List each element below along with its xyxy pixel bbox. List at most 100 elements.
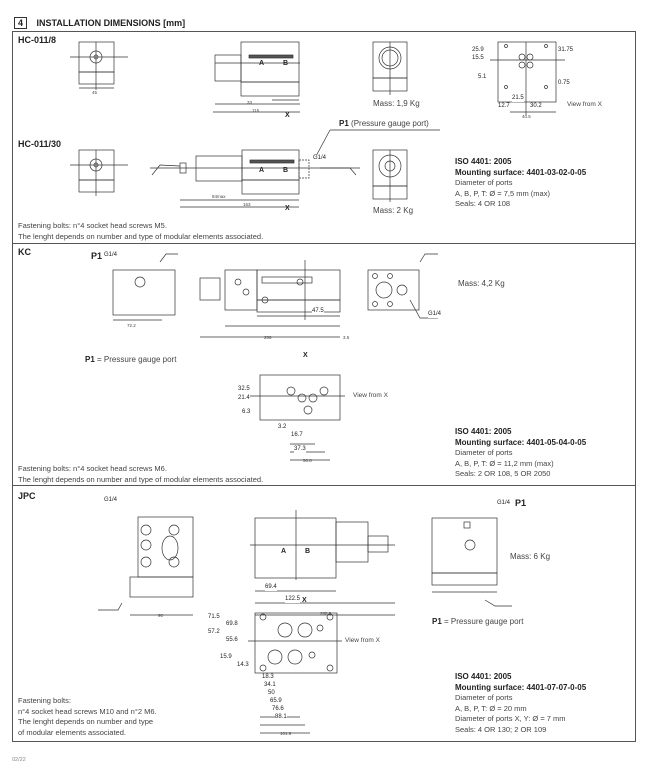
port-b-label: B bbox=[283, 60, 289, 67]
section-jpc bbox=[12, 485, 636, 742]
p1-text: (Pressure gauge port) bbox=[351, 119, 429, 128]
mounting-surface: Mounting surface: 4401-07-07-0-05 bbox=[455, 682, 587, 692]
dimension-label: 21.5 bbox=[512, 95, 524, 102]
view-from-x-label: View from X bbox=[345, 637, 380, 644]
dimension-label: 65.9 bbox=[270, 698, 282, 705]
dimension-label: 72.2 bbox=[127, 323, 136, 328]
fastening-line: Fastening bolts: n°4 socket head screws … bbox=[18, 221, 167, 230]
dimension-label: 69.4 bbox=[265, 584, 277, 591]
ports-heading: Diameter of ports bbox=[455, 448, 513, 457]
dimension-label: 45 bbox=[92, 90, 98, 95]
thread-label: G1/4 bbox=[104, 252, 118, 259]
mounting-surface: Mounting surface: 4401-03-02-0-05 bbox=[455, 167, 587, 177]
dimension-label: 6.3 bbox=[242, 409, 251, 416]
iso-standard: ISO 4401: 2005 bbox=[455, 427, 512, 436]
port-diameter: A, B, P, T: Ø = 7,5 mm (max) bbox=[455, 188, 550, 198]
thread-label: G1/4 bbox=[497, 500, 511, 507]
p1-legend: P1 = Pressure gauge port bbox=[85, 355, 176, 366]
jpc-side-view bbox=[98, 516, 194, 616]
model-label-jpc: JPC bbox=[18, 491, 36, 501]
seals: Seals: 4 OR 130; 2 OR 109 bbox=[455, 724, 547, 734]
dimension-label: 122.5 bbox=[285, 596, 301, 603]
hc8-end-view bbox=[372, 41, 408, 95]
iso-spec-kc: ISO 4401: 2005 Mounting surface: 4401-05… bbox=[455, 427, 586, 480]
dimension-label: 115 bbox=[252, 108, 260, 113]
dimension-label: 3.5 bbox=[343, 335, 350, 340]
view-from-x-label: View from X bbox=[353, 392, 388, 399]
section-heading: 4 INSTALLATION DIMENSIONS [mm] bbox=[14, 13, 185, 31]
dimension-label: 18.3 bbox=[262, 674, 274, 681]
port-diameter-xy: Diameter of ports X, Y: Ø = 7 mm bbox=[455, 714, 566, 723]
thread-label: G1/4 bbox=[104, 497, 118, 504]
dimension-label: 3.2 bbox=[278, 424, 287, 431]
iso-spec-jpc: ISO 4401: 2005 Mounting surface: 4401-07… bbox=[455, 672, 586, 735]
dimension-label: 90 bbox=[158, 613, 164, 618]
dimension-label: 206 bbox=[264, 335, 272, 340]
fastening-line: Fastening bolts: bbox=[18, 696, 71, 705]
hc8-front-view bbox=[70, 41, 128, 90]
fastening-line: The lenght depends on number and type of… bbox=[18, 474, 264, 484]
jpc-front-view bbox=[250, 510, 395, 616]
thread-label: G1/4 bbox=[428, 311, 442, 318]
dimension-label: 47.5 bbox=[312, 308, 324, 315]
dimension-label: 71.5 bbox=[208, 614, 220, 621]
iso-standard: ISO 4401: 2005 bbox=[455, 157, 512, 166]
x-direction-marker: X bbox=[302, 597, 307, 604]
port-b-label: B bbox=[305, 548, 311, 555]
p1-legend: P1 = Pressure gauge port bbox=[432, 617, 523, 628]
p1-bold: P1 bbox=[432, 617, 442, 626]
p1-text: = Pressure gauge port bbox=[97, 355, 177, 364]
hc8-side-view bbox=[213, 41, 300, 113]
page-number: 02/22 bbox=[12, 757, 26, 763]
dimension-label: 31.75 bbox=[558, 47, 574, 54]
section-kc bbox=[12, 243, 636, 486]
dimension-label: 34.1 bbox=[264, 682, 276, 689]
mass-hc-011-8: Mass: 1,9 Kg bbox=[373, 99, 420, 108]
dimension-label: 40.5 bbox=[522, 114, 531, 119]
iso-standard: ISO 4401: 2005 bbox=[455, 672, 512, 681]
p1-bold: P1 bbox=[85, 355, 95, 364]
model-label-hc-011-30: HC-011/30 bbox=[18, 139, 62, 149]
model-label-kc: KC bbox=[18, 247, 31, 257]
dimension-label: 55.6 bbox=[226, 637, 238, 644]
kc-front-view bbox=[199, 260, 341, 338]
ports-heading: Diameter of ports bbox=[455, 178, 513, 187]
dimension-label: 57.2 bbox=[208, 629, 220, 636]
fastening-line: n°4 socket head screws M10 and n°2 M6. bbox=[18, 706, 157, 716]
iso-spec-hc: ISO 4401: 2005 Mounting surface: 4401-03… bbox=[455, 157, 586, 210]
section-title: INSTALLATION DIMENSIONS [mm] bbox=[36, 18, 186, 28]
view-from-x-label: View from X bbox=[567, 101, 602, 108]
dimension-label: 37.3 bbox=[294, 446, 306, 453]
hc30-end-view bbox=[372, 149, 408, 202]
port-diameter: A, B, P, T: Ø = 20 mm bbox=[455, 703, 527, 713]
port-a-label: A bbox=[281, 548, 287, 555]
seals: Seals: 2 OR 108, 5 OR 2050 bbox=[455, 469, 551, 478]
fastening-note-jpc: Fastening bolts: n°4 socket head screws … bbox=[18, 696, 157, 738]
model-label-hc-011-8: HC-011/8 bbox=[18, 35, 57, 45]
dimension-label: 50 bbox=[268, 690, 275, 697]
fastening-line: Fastening bolts: n°4 socket head screws … bbox=[18, 464, 167, 473]
mass-kc: Mass: 4,2 Kg bbox=[458, 279, 505, 288]
fastening-line: The lenght depends on number and type bbox=[18, 717, 154, 726]
fastening-note-kc: Fastening bolts: n°4 socket head screws … bbox=[18, 464, 263, 485]
hc30-front-view bbox=[70, 149, 128, 196]
p1-label: P1 bbox=[515, 498, 527, 508]
section-number: 4 bbox=[14, 17, 28, 29]
p1-bold: P1 bbox=[339, 119, 349, 128]
dimension-label: 32.5 bbox=[238, 386, 250, 393]
x-direction-marker: X bbox=[285, 205, 290, 212]
dimension-label: 101.6 bbox=[280, 731, 292, 736]
section-hc-011 bbox=[12, 31, 636, 244]
kc-side-view bbox=[112, 253, 178, 321]
mass-hc-011-30: Mass: 2 Kg bbox=[373, 206, 414, 215]
dimension-label: 50.8 bbox=[303, 458, 312, 463]
kc-end-view bbox=[367, 253, 438, 319]
dimension-label: 15.9 bbox=[220, 654, 232, 661]
dimension-label: 12.7 bbox=[498, 103, 510, 110]
dimension-label: 30.2 bbox=[530, 103, 542, 110]
fastening-line: The lenght depends on number and type of… bbox=[18, 231, 264, 241]
dimension-label: 288.5 bbox=[320, 611, 332, 616]
jpc-end-view bbox=[431, 517, 512, 607]
p1-callout: P1 (Pressure gauge port) bbox=[339, 119, 429, 130]
